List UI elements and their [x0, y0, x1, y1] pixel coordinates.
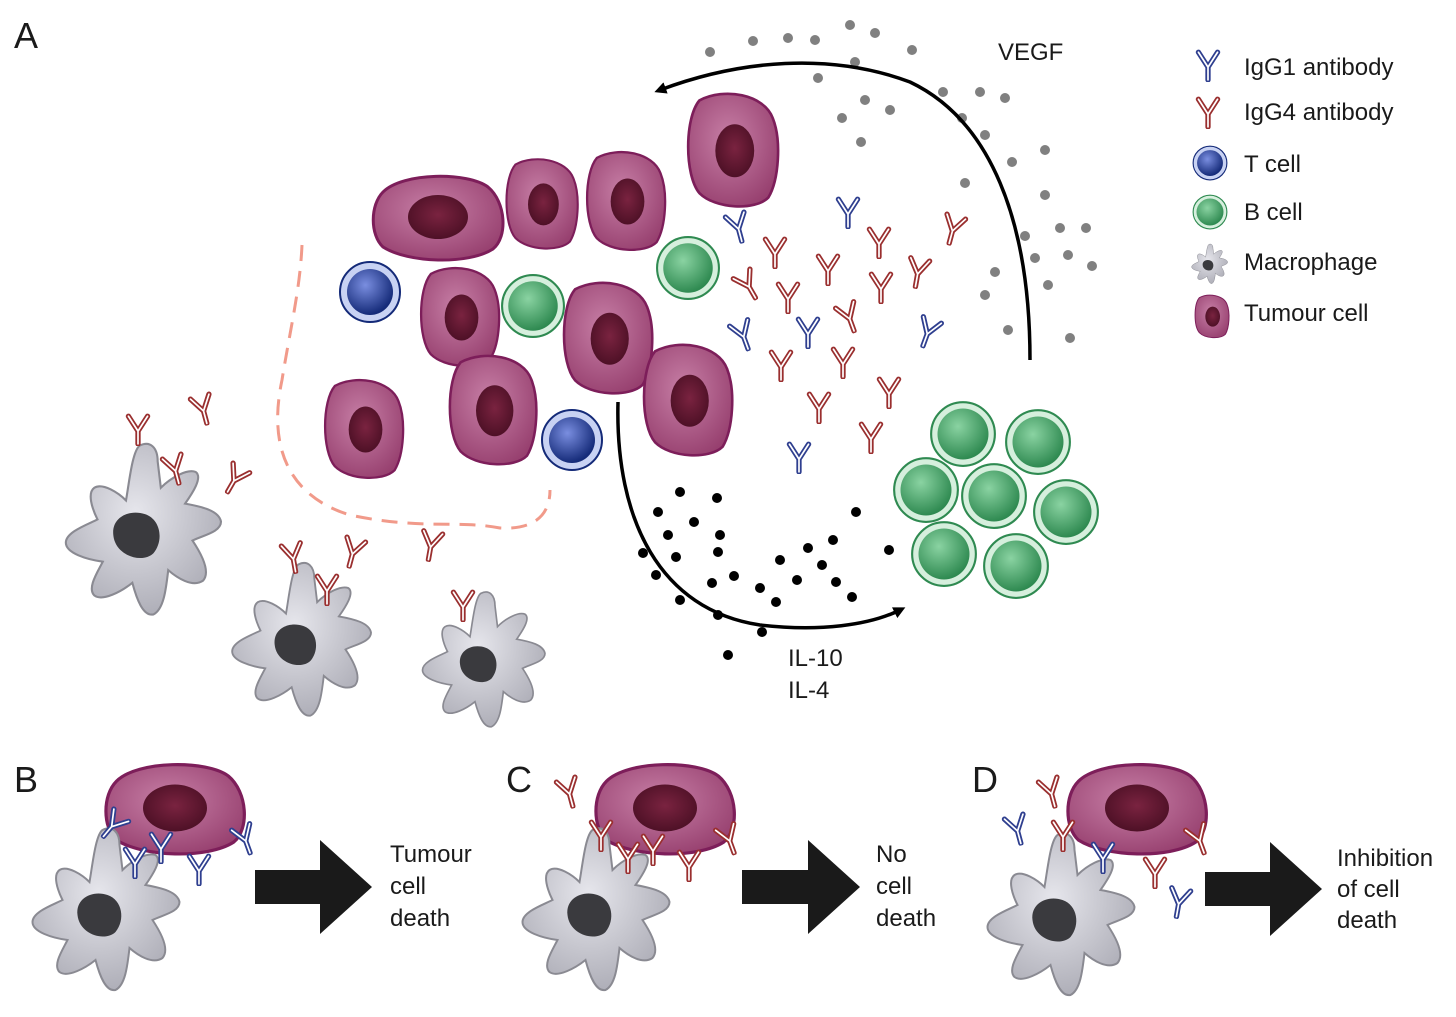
outcome-d-line-1: Inhibition	[1337, 845, 1433, 872]
il4-label: IL-4	[788, 677, 829, 704]
tumour-cell	[1066, 762, 1208, 856]
outcome-d-line-3: death	[1337, 907, 1397, 934]
legend-label-tcell: T cell	[1244, 151, 1301, 178]
macrophage-icon	[1191, 243, 1228, 284]
arrow-b	[255, 840, 372, 934]
cytokine-dots	[638, 487, 894, 660]
t-cell	[339, 261, 401, 323]
b-cell-icon	[1192, 194, 1228, 230]
tumour-cell	[104, 762, 246, 856]
outcome-c-line-2: cell	[876, 873, 912, 900]
t-cell	[541, 409, 603, 471]
legend-label-tumour: Tumour cell	[1244, 300, 1368, 327]
arrow-d	[1205, 842, 1322, 936]
outcome-b-line-3: death	[390, 905, 450, 932]
igg4-antibody-icon	[1198, 99, 1217, 127]
igg1-antibody-icon	[1198, 52, 1217, 80]
macrophage	[986, 832, 1136, 997]
outcome-d-line-2: of cell	[1337, 876, 1400, 903]
arrow-c	[742, 840, 860, 934]
outcome-c-line-3: death	[876, 905, 936, 932]
b-cell	[983, 533, 1049, 599]
tumour-cell	[371, 174, 505, 262]
b-cell	[1005, 409, 1071, 475]
tumour-cell-icon	[1194, 294, 1230, 339]
tumour-cell	[323, 378, 405, 480]
tumour-boundary	[276, 244, 552, 530]
macrophage	[231, 561, 373, 717]
panel-letter-c: C	[506, 759, 532, 800]
tumour-cell	[505, 157, 580, 250]
tumour-cell	[642, 343, 734, 457]
tumour-cell	[448, 354, 538, 466]
outcome-c-line-1: No	[876, 841, 907, 868]
b-cell	[1033, 479, 1099, 545]
tumour-cell	[585, 150, 667, 252]
outcome-b-line-1: Tumour	[390, 841, 472, 868]
macrophage	[64, 442, 223, 616]
b-cell	[911, 521, 977, 587]
panel-letter-b: B	[14, 759, 38, 800]
il10-label: IL-10	[788, 645, 843, 672]
panel-b: Tumour cell death	[31, 762, 472, 992]
legend-label-bcell: B cell	[1244, 199, 1303, 226]
t-cell-icon	[1192, 145, 1228, 181]
macrophage	[421, 590, 546, 728]
macrophage-group	[64, 416, 546, 728]
tumour-cell	[686, 92, 780, 208]
tumour-cell	[419, 266, 501, 368]
b-cell	[893, 457, 959, 523]
tumour-cell	[562, 281, 654, 395]
outcome-b-line-2: cell	[390, 873, 426, 900]
legend-label-igg1: IgG1 antibody	[1244, 54, 1393, 81]
vegf-label: VEGF	[998, 39, 1063, 66]
panel-letter-a: A	[14, 15, 38, 56]
b-cell	[930, 401, 996, 467]
b-cell-cluster	[893, 401, 1099, 599]
b-cell	[656, 236, 720, 300]
cytokine-arrow	[616, 401, 906, 630]
tumour-cluster	[323, 92, 780, 480]
panel-d: Inhibition of cell death	[986, 762, 1433, 997]
vegf-arrow	[654, 61, 1032, 361]
legend-label-macrophage: Macrophage	[1244, 249, 1377, 276]
b-cell	[961, 463, 1027, 529]
legend-label-igg4: IgG4 antibody	[1244, 99, 1393, 126]
panel-letter-d: D	[972, 759, 998, 800]
panel-c: No cell death	[521, 762, 936, 992]
b-cell	[501, 274, 565, 338]
vegf-dots	[705, 20, 1097, 343]
legend: IgG1 antibody IgG4 antibody T cell B cel…	[1191, 52, 1393, 339]
tumour-cell	[594, 762, 736, 856]
